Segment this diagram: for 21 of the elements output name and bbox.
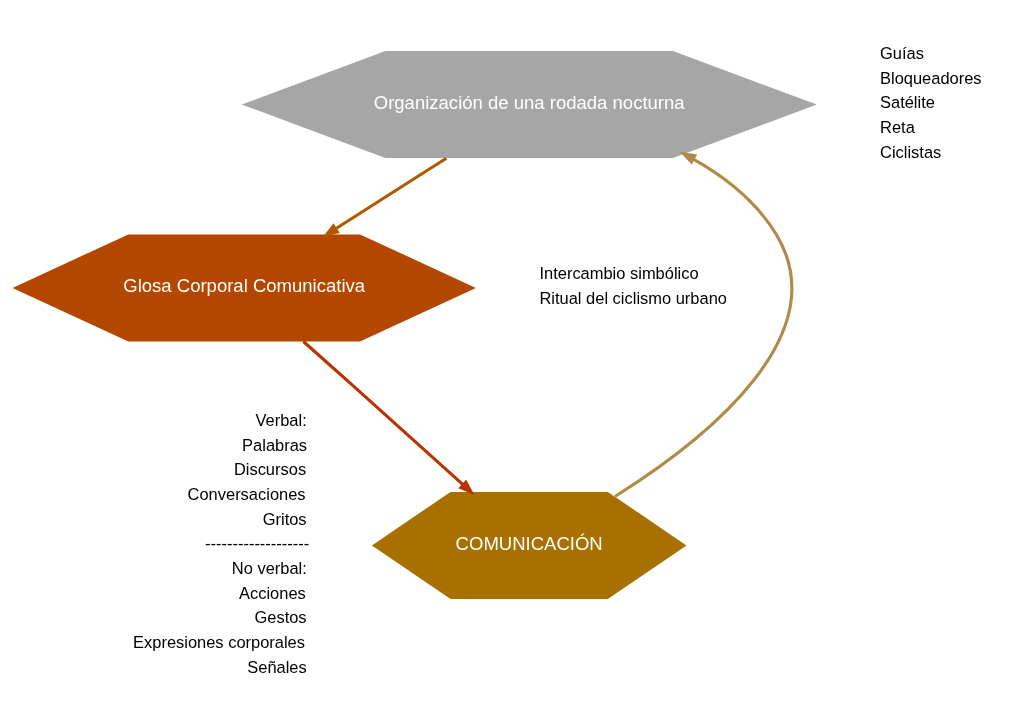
node-label: Gestos: [254, 607, 307, 626]
node-label: Guías: [880, 43, 924, 62]
node-label: Ritual del ciclismo urbano: [539, 288, 727, 307]
node-label: Gritos: [262, 509, 307, 528]
node-label: -------------------: [205, 533, 310, 552]
arrow: [302, 339, 475, 495]
node-label: Conversaciones: [187, 484, 306, 503]
node-label: Verbal:: [255, 410, 307, 429]
node-label: Intercambio simbólico: [539, 263, 699, 282]
arrow: [614, 151, 794, 498]
node-label: Acciones: [239, 583, 306, 602]
node-label: Bloqueadores: [880, 68, 982, 87]
node-label: Señales: [247, 657, 307, 676]
node-label: Expresiones corporales: [133, 632, 305, 651]
arrow: [322, 156, 448, 237]
node-label: Palabras: [242, 435, 308, 454]
node-label: Ciclistas: [880, 142, 942, 161]
node-label: Reta: [880, 117, 915, 136]
node-label: No verbal:: [231, 558, 307, 577]
node-label: Satélite: [880, 92, 935, 111]
node-label: Discursos: [233, 459, 307, 478]
